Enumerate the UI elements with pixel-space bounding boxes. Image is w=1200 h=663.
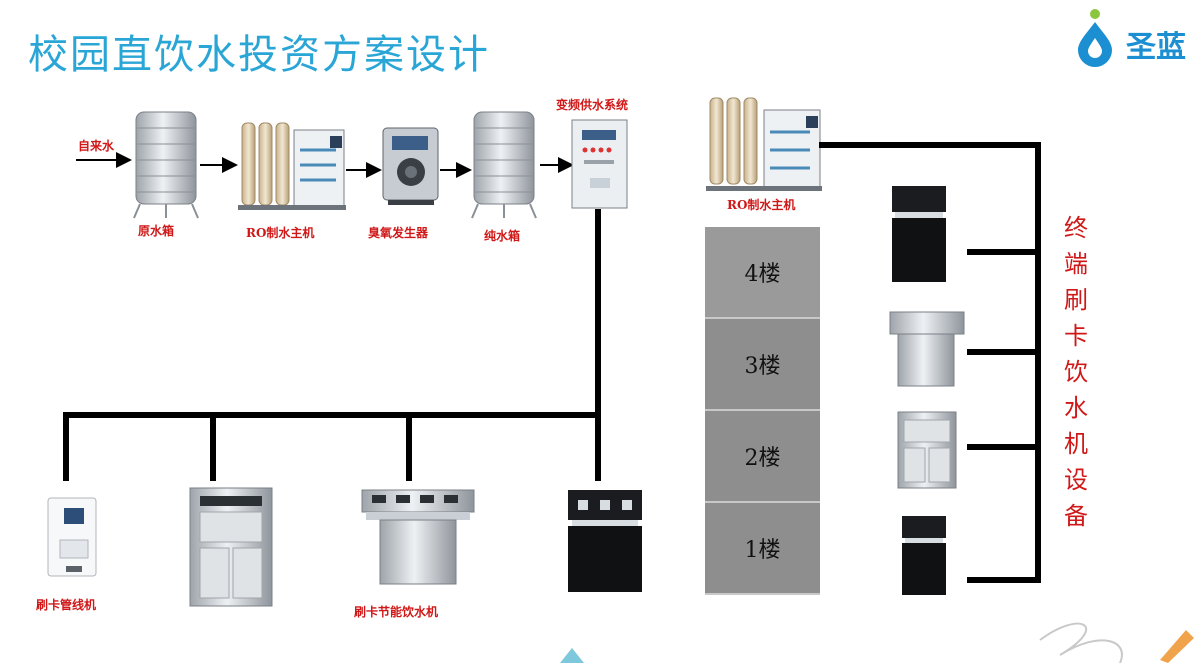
- raw-water-tank: [133, 111, 199, 219]
- terminal-label-char: 备: [1064, 502, 1088, 530]
- bottom-device-label: 刷卡管线机: [36, 598, 97, 612]
- step-label: 纯水箱: [484, 229, 521, 243]
- step-label: 变频供水系统: [556, 98, 629, 112]
- black-drinking-machine-bottom: [568, 490, 642, 592]
- terminal-label-char: 卡: [1064, 322, 1088, 350]
- page-title: 校园直饮水投资方案设计: [28, 32, 490, 78]
- step-label: 原水箱: [138, 224, 175, 238]
- terminal-label-char: 刷: [1064, 286, 1088, 314]
- terminal-label-char: 水: [1064, 394, 1088, 422]
- pencil-icon: [1160, 630, 1194, 663]
- ro-host-2: [706, 97, 822, 191]
- ro-host-2-label: RO制水主机: [727, 198, 796, 212]
- steel-cabinet-machine-right: [897, 411, 957, 489]
- steel-drinking-machine: [189, 487, 273, 607]
- bottom-device-label: 刷卡节能饮水机: [354, 605, 439, 619]
- ozone-generator: [382, 127, 439, 205]
- terminal-label-char: 端: [1064, 250, 1088, 278]
- black-drinking-machine-1: [892, 186, 946, 282]
- decorative-scribble: [1039, 622, 1123, 663]
- card-pipeline-machine: [47, 497, 97, 577]
- terminal-label-char: 饮: [1064, 358, 1088, 386]
- floor-3: 3楼: [705, 319, 820, 411]
- steel-drinking-machine-right: [889, 311, 965, 387]
- floor-2: 2楼: [705, 411, 820, 503]
- building: 4楼 3楼 2楼 1楼: [705, 227, 820, 595]
- floor-1: 1楼: [705, 503, 820, 595]
- black-drinking-machine-2: [902, 516, 946, 595]
- floor-4: 4楼: [705, 227, 820, 319]
- terminal-label-char: 终: [1064, 214, 1088, 242]
- bottom-pipe-network: [63, 209, 601, 481]
- drop-icon: [1078, 9, 1112, 67]
- terminal-label-char: 设: [1064, 466, 1088, 494]
- vfd-cabinet: [571, 119, 628, 209]
- terminal-equipment-label: 终 端 刷 卡 饮 水 机 设 备: [1061, 210, 1091, 534]
- right-pipe-network: [819, 142, 1041, 583]
- ro-host-1: [238, 122, 346, 210]
- decorative-triangle: [560, 648, 584, 663]
- energy-saving-drinking-machine: [361, 489, 475, 585]
- pure-water-tank: [471, 111, 537, 219]
- input-water-label: 自来水: [78, 139, 115, 153]
- step-label: 臭氧发生器: [368, 226, 429, 240]
- terminal-label-char: 机: [1064, 430, 1088, 458]
- step-label: RO制水主机: [246, 226, 315, 240]
- brand-name: 圣蓝: [1126, 30, 1186, 65]
- brand-logo: [1078, 9, 1112, 67]
